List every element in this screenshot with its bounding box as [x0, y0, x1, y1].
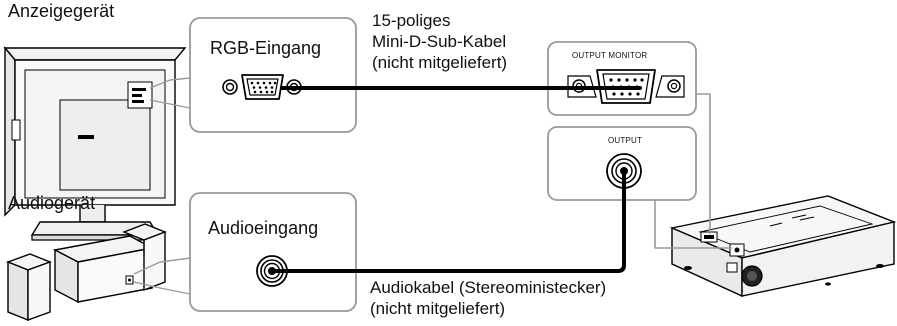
audio-cable-label-line2: (nicht mitgeliefert): [370, 299, 506, 318]
output-port-label: OUTPUT: [608, 136, 643, 145]
vga-port-icon: [222, 74, 302, 100]
speaker-illustration: [6, 223, 167, 322]
tv-illustration: [3, 46, 187, 241]
output-monitor-port-label: OUTPUT MONITOR: [572, 51, 648, 60]
projector-leader-lines: [654, 93, 732, 249]
display-device-label: Anzeigegerät: [8, 1, 115, 21]
projector-illustration: [669, 195, 897, 298]
leader-lines: [133, 77, 191, 295]
audio-input-label: Audioeingang: [208, 218, 319, 238]
rgb-input-callout: [189, 17, 357, 133]
rgb-input-label: RGB-Eingang: [210, 38, 322, 58]
audio-cable: [270, 169, 626, 273]
vga-cable-label-line1: 15-poliges: [372, 11, 451, 30]
vga-cable-label-line3: (nicht mitgeliefert): [372, 53, 508, 72]
vga-cable-label-line2: Mini-D-Sub-Kabel: [372, 32, 507, 51]
audio-input-callout: [189, 192, 357, 312]
output-monitor-callout: [547, 41, 697, 116]
audio-device-label: Audiogerät: [8, 193, 96, 213]
audio-cable-label-line1: Audiokabel (Stereoministecker): [370, 278, 607, 297]
